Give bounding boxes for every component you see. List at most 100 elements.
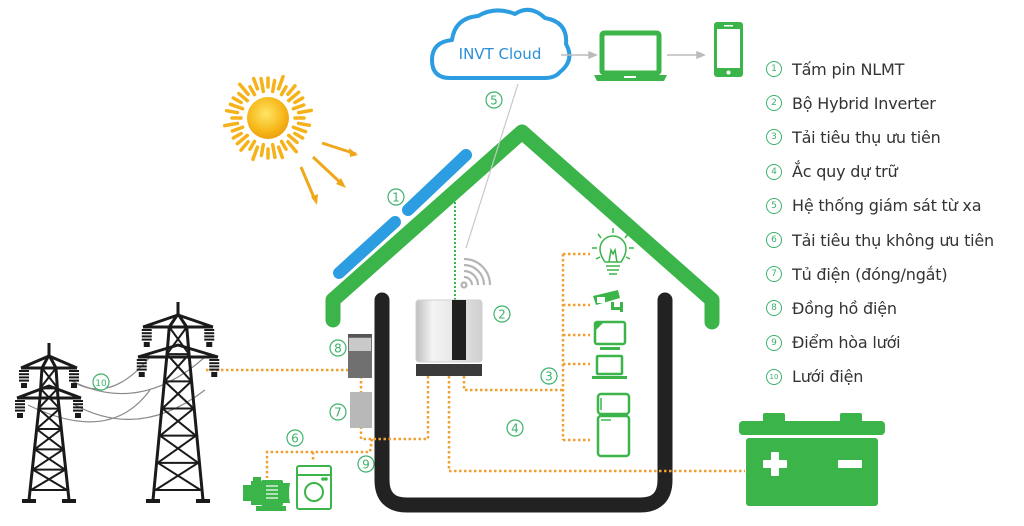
marker-9: 9 xyxy=(357,455,375,473)
electric-meter-icon xyxy=(348,334,372,378)
legend-item: 1 Tấm pin NLMT xyxy=(766,52,1024,86)
marker-10: 10 xyxy=(92,373,110,391)
svg-text:1: 1 xyxy=(392,191,400,205)
security-camera-icon xyxy=(593,290,623,312)
light-bulb-icon xyxy=(592,228,634,275)
laptop-icon xyxy=(594,30,667,81)
legend-item: 9 Điểm hòa lưới xyxy=(766,326,1024,360)
sun-ray xyxy=(276,74,285,91)
sun-ray xyxy=(286,133,299,145)
sun-ray xyxy=(248,85,257,97)
svg-text:8: 8 xyxy=(334,342,342,356)
sun-ray xyxy=(230,125,245,133)
legend-label: Tải tiêu thụ ưu tiên xyxy=(792,127,941,147)
solar-panel-icon xyxy=(333,149,472,279)
sun-ray xyxy=(270,78,277,94)
svg-text:6: 6 xyxy=(291,432,299,446)
sun-ray xyxy=(222,121,240,128)
legend-number-badge: 8 xyxy=(766,300,782,317)
sun-ray xyxy=(235,133,250,146)
marker-4: 4 xyxy=(506,419,524,437)
legend-number-badge: 7 xyxy=(766,266,782,283)
hybrid-inverter-icon xyxy=(415,299,483,376)
svg-text:4: 4 xyxy=(511,422,519,436)
breaker-panel-icon xyxy=(350,392,372,428)
tv-icon xyxy=(593,320,627,350)
sun-ray xyxy=(251,76,260,91)
marker-3: 3 xyxy=(540,367,558,385)
svg-text:3: 3 xyxy=(545,370,553,384)
marker-5: 5 xyxy=(485,91,503,109)
legend-item: 10 Lưới điện xyxy=(766,360,1024,394)
sun-ray xyxy=(293,96,305,105)
cloud-label: INVT Cloud xyxy=(459,45,542,63)
marker-2: 2 xyxy=(493,305,511,323)
legend-number-badge: 4 xyxy=(766,163,782,180)
transmission-tower-right-icon xyxy=(136,302,220,503)
legend-item: 7 Tủ điện (đóng/ngắt) xyxy=(766,257,1024,291)
marker-6: 6 xyxy=(286,429,304,447)
sun-ray xyxy=(286,84,297,97)
legend-number-badge: 9 xyxy=(766,334,782,351)
sun-ray xyxy=(259,76,266,94)
monitoring-arrows xyxy=(561,50,706,60)
legend-number-badge: 3 xyxy=(766,129,782,146)
legend-number-badge: 2 xyxy=(766,95,782,112)
sun-ray xyxy=(231,96,243,105)
legend-label: Đồng hồ điện xyxy=(792,298,897,318)
svg-text:2: 2 xyxy=(498,308,506,322)
legend-number-badge: 6 xyxy=(766,232,782,249)
sun-ray xyxy=(237,91,250,103)
sun-ray xyxy=(237,82,250,97)
legend-number-badge: 5 xyxy=(766,197,782,214)
sun-ray xyxy=(291,103,306,111)
svg-text:5: 5 xyxy=(490,94,498,108)
wifi-icon xyxy=(460,257,492,289)
legend-label: Tấm pin NLMT xyxy=(792,59,905,79)
ac-wiring xyxy=(206,252,745,478)
legend-label: Tủ điện (đóng/ngắt) xyxy=(792,264,948,284)
legend-label: Ắc quy dự trữ xyxy=(792,162,898,182)
sun-icon xyxy=(222,74,358,205)
legend-item: 4 Ắc quy dự trữ xyxy=(766,155,1024,189)
sun-ray xyxy=(259,142,266,158)
transmission-tower-left-icon xyxy=(15,343,83,503)
legend-item: 2 Bộ Hybrid Inverter xyxy=(766,86,1024,120)
sun-ray xyxy=(279,139,288,151)
refrigerator-icon xyxy=(596,392,631,458)
sun-ray xyxy=(286,90,301,103)
legend-item: 8 Đồng hồ điện xyxy=(766,291,1024,325)
sun-ray xyxy=(248,139,257,151)
water-pump-icon xyxy=(243,477,290,511)
legend-label: Hệ thống giám sát từ xa xyxy=(792,196,982,216)
sun-ray xyxy=(231,131,243,140)
sun-ray xyxy=(296,108,314,115)
house-roof xyxy=(325,124,720,330)
legend-label: Điểm hòa lưới xyxy=(792,333,901,353)
sun-ray xyxy=(293,131,305,140)
legend-label: Tải tiêu thụ không ưu tiên xyxy=(792,230,994,250)
sun-ray xyxy=(239,139,250,152)
legend-item: 6 Tải tiêu thụ không ưu tiên xyxy=(766,223,1024,257)
marker-1: 1 xyxy=(387,188,405,206)
washing-machine-icon xyxy=(296,465,332,510)
diagram-markers: 1 2 3 4 5 6 7 8 9 10 xyxy=(92,91,558,473)
wireless-link-line xyxy=(465,83,519,249)
legend-label: Bộ Hybrid Inverter xyxy=(792,93,936,113)
marker-7: 7 xyxy=(329,403,347,421)
sun-ray xyxy=(296,121,312,128)
legend-label: Lưới điện xyxy=(792,367,864,387)
cloud-icon: INVT Cloud xyxy=(430,7,572,80)
sun-ray xyxy=(279,85,288,97)
laptop-load-icon xyxy=(592,354,627,379)
sun-ray xyxy=(228,102,245,111)
legend-number-badge: 10 xyxy=(766,368,782,385)
legend-number-badge: 1 xyxy=(766,61,782,78)
sun-ray xyxy=(251,145,260,162)
legend-item: 5 Hệ thống giám sát từ xa xyxy=(766,189,1024,223)
battery-icon xyxy=(739,413,885,506)
house-walls xyxy=(374,292,673,513)
marker-8: 8 xyxy=(329,339,347,357)
